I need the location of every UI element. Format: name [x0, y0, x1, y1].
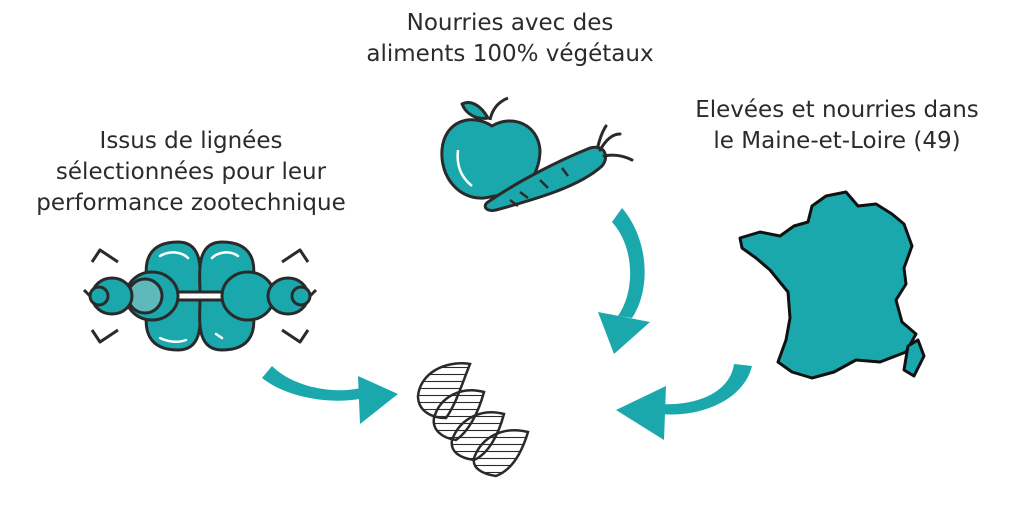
flies-icon	[82, 240, 318, 352]
label-origin-line-1: Elevées et nourries dans	[695, 97, 979, 123]
label-lines-line-2: sélectionnées pour leur	[55, 159, 327, 185]
arrow-food-to-larvae-head	[598, 312, 650, 354]
label-food: Nourries avec des aliments 100% végétaux	[300, 8, 720, 70]
arrow-flies-to-larvae-head	[358, 376, 398, 424]
label-origin-line-2: le Maine-et-Loire (49)	[713, 128, 961, 154]
apple-carrot-icon	[440, 96, 634, 212]
arrow-map-to-larvae-head	[616, 386, 666, 440]
larvae-icon	[416, 362, 530, 478]
label-origin: Elevées et nourries dans le Maine-et-Loi…	[650, 95, 1024, 157]
arrow-flies-to-larvae	[262, 366, 372, 401]
label-genetic-lines: Issus de lignées sélectionnées pour leur…	[0, 126, 382, 219]
france-map-icon	[738, 190, 926, 380]
label-lines-line-3: performance zootechnique	[36, 190, 346, 216]
label-lines-line-1: Issus de lignées	[99, 128, 283, 154]
label-food-line-1: Nourries avec des	[406, 10, 614, 36]
arrow-map-to-larvae	[660, 364, 752, 415]
arrow-icon	[262, 208, 752, 440]
label-food-line-2: aliments 100% végétaux	[366, 41, 654, 67]
arrow-food-to-larvae	[612, 208, 645, 318]
